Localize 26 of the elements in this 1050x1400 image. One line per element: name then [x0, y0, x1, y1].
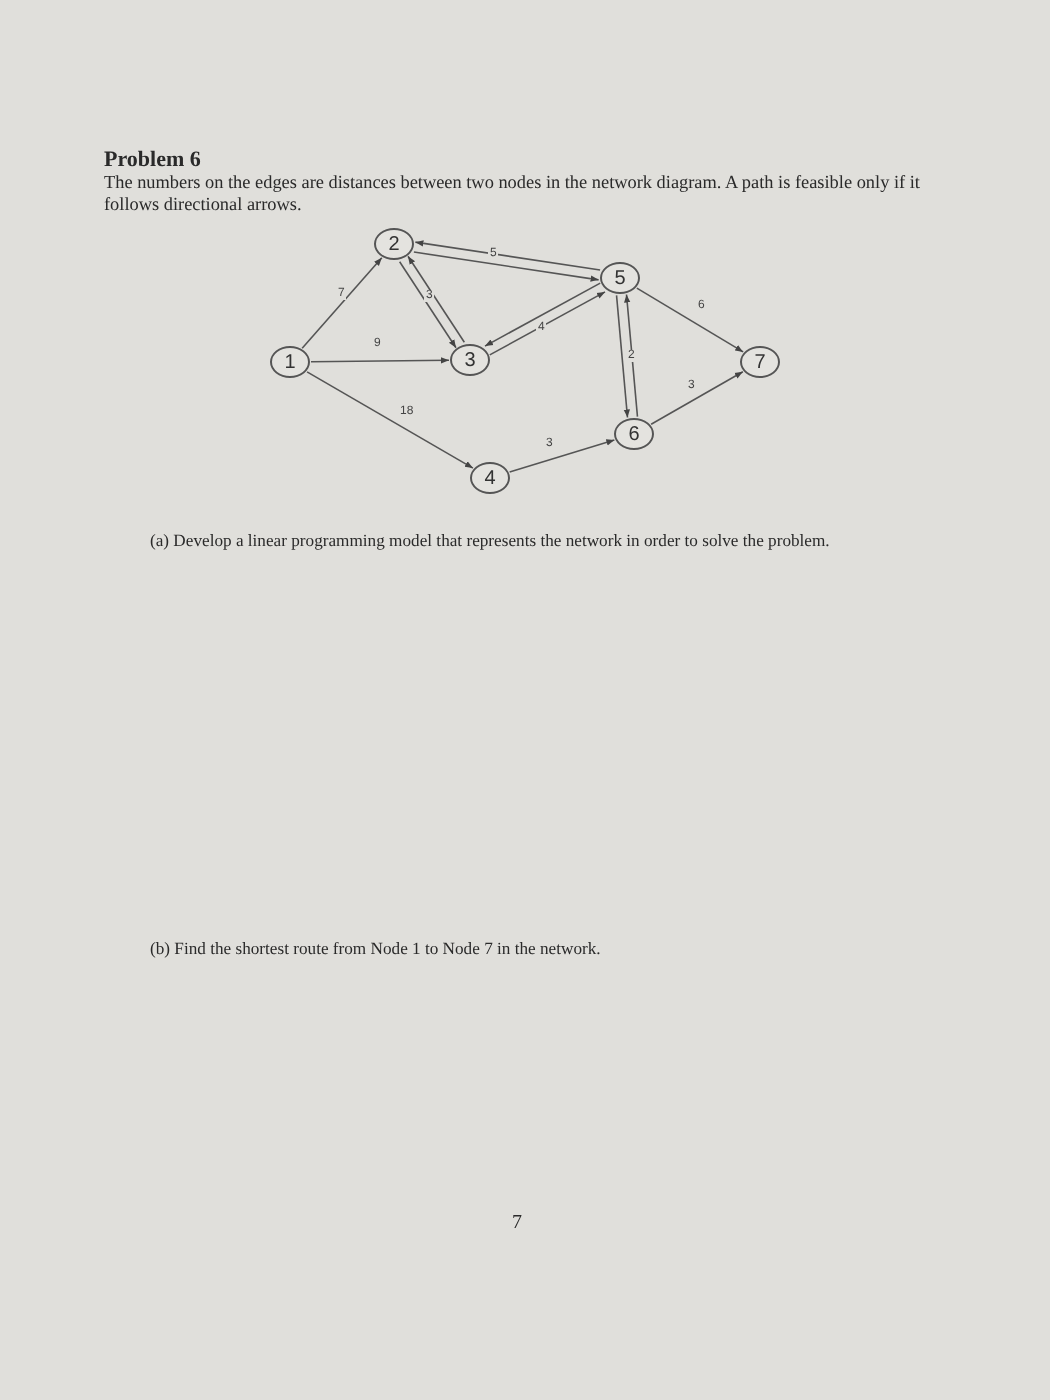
arrow	[650, 371, 744, 425]
node-ellipse: 7	[740, 346, 780, 378]
arrow	[306, 371, 474, 469]
page-number: 7	[512, 1212, 524, 1235]
node-ellipse: 4	[470, 462, 510, 494]
arrow	[615, 294, 630, 419]
arrow	[407, 255, 466, 344]
arrow	[414, 240, 601, 271]
question-text: (b) Find the shortest route from Node 1 to Node 7 in the network.	[150, 940, 603, 960]
instruction-text: The numbers on the edges are distances between two nodes in the network diagram. A path is feasible only if it follows directional arrows.	[104, 172, 922, 215]
node-ellipse: 5	[600, 262, 640, 294]
problem-title: Problem 6	[104, 148, 201, 172]
arrow	[508, 439, 616, 473]
arrow	[398, 260, 457, 349]
node-ellipse: 2	[374, 228, 414, 260]
arrow	[413, 251, 600, 282]
arrow	[636, 287, 744, 353]
arrow	[310, 357, 450, 364]
question-text: (a) Develop a linear programming model that represents the network in order to solve the problem.	[150, 532, 832, 552]
arrow	[624, 293, 639, 418]
node-ellipse: 3	[450, 344, 490, 376]
arrow	[489, 291, 606, 356]
arrow	[301, 257, 383, 349]
node-ellipse: 6	[614, 418, 654, 450]
arrow	[484, 282, 601, 347]
node-ellipse: 1	[270, 346, 310, 378]
